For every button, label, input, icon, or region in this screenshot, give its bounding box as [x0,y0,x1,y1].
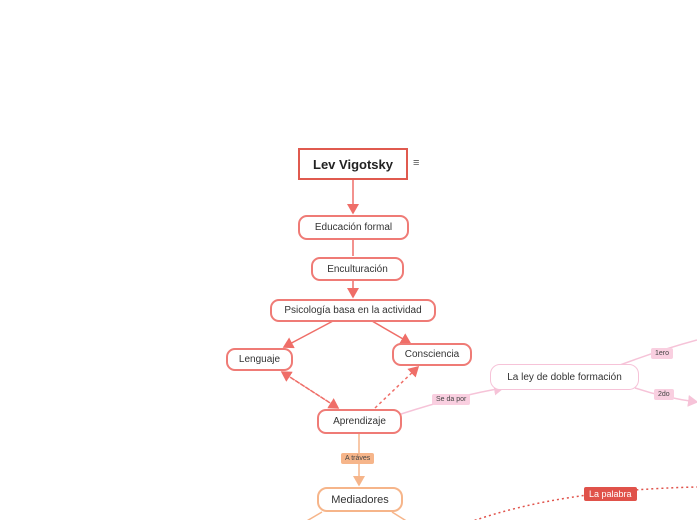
edge-psicologia-consciencia [371,320,412,344]
node-lenguaje[interactable]: Lenguaje [226,348,293,371]
label-1ero[interactable]: 1ero [651,348,674,359]
edge-mediadores-right [391,511,407,520]
node-enculturacion[interactable]: Enculturación [311,257,404,281]
node-aprendizaje-label: Aprendizaje [333,416,386,427]
edge-mediadores-left [306,511,323,520]
label-a-traves[interactable]: A tráves [341,453,375,464]
root-node[interactable]: Lev Vigotsky [298,148,408,180]
node-psicologia-label: Psicología basa en la actividad [284,305,422,316]
label-la-palabra[interactable]: La palabra [584,487,637,501]
menu-icon[interactable]: ≡ [413,157,420,169]
node-educacion[interactable]: Educación formal [298,215,409,240]
node-psicologia[interactable]: Psicología basa en la actividad [270,299,436,322]
label-2do[interactable]: 2do [654,389,674,400]
node-educacion-label: Educación formal [314,222,393,233]
node-mediadores[interactable]: Mediadores [317,487,403,512]
node-enculturacion-label: Enculturación [327,263,388,275]
edge-aprendizaje-lenguaje [280,371,339,409]
node-mediadores-label: Mediadores [331,493,389,506]
node-aprendizaje[interactable]: Aprendizaje [317,409,402,434]
edge-lenguaje-aprendizaje [281,371,340,409]
node-ley-label: La ley de doble formación [507,371,622,383]
root-label: Lev Vigotsky [313,156,393,172]
edge-psicologia-lenguaje [282,320,334,349]
label-se-da-por[interactable]: Se da por [432,394,471,405]
edge-aprendizaje-consciencia [374,365,420,409]
node-consciencia[interactable]: Consciencia [392,343,472,366]
node-ley[interactable]: La ley de doble formación [490,364,639,390]
node-lenguaje-label: Lenguaje [238,354,281,365]
node-consciencia-label: Consciencia [404,349,460,360]
